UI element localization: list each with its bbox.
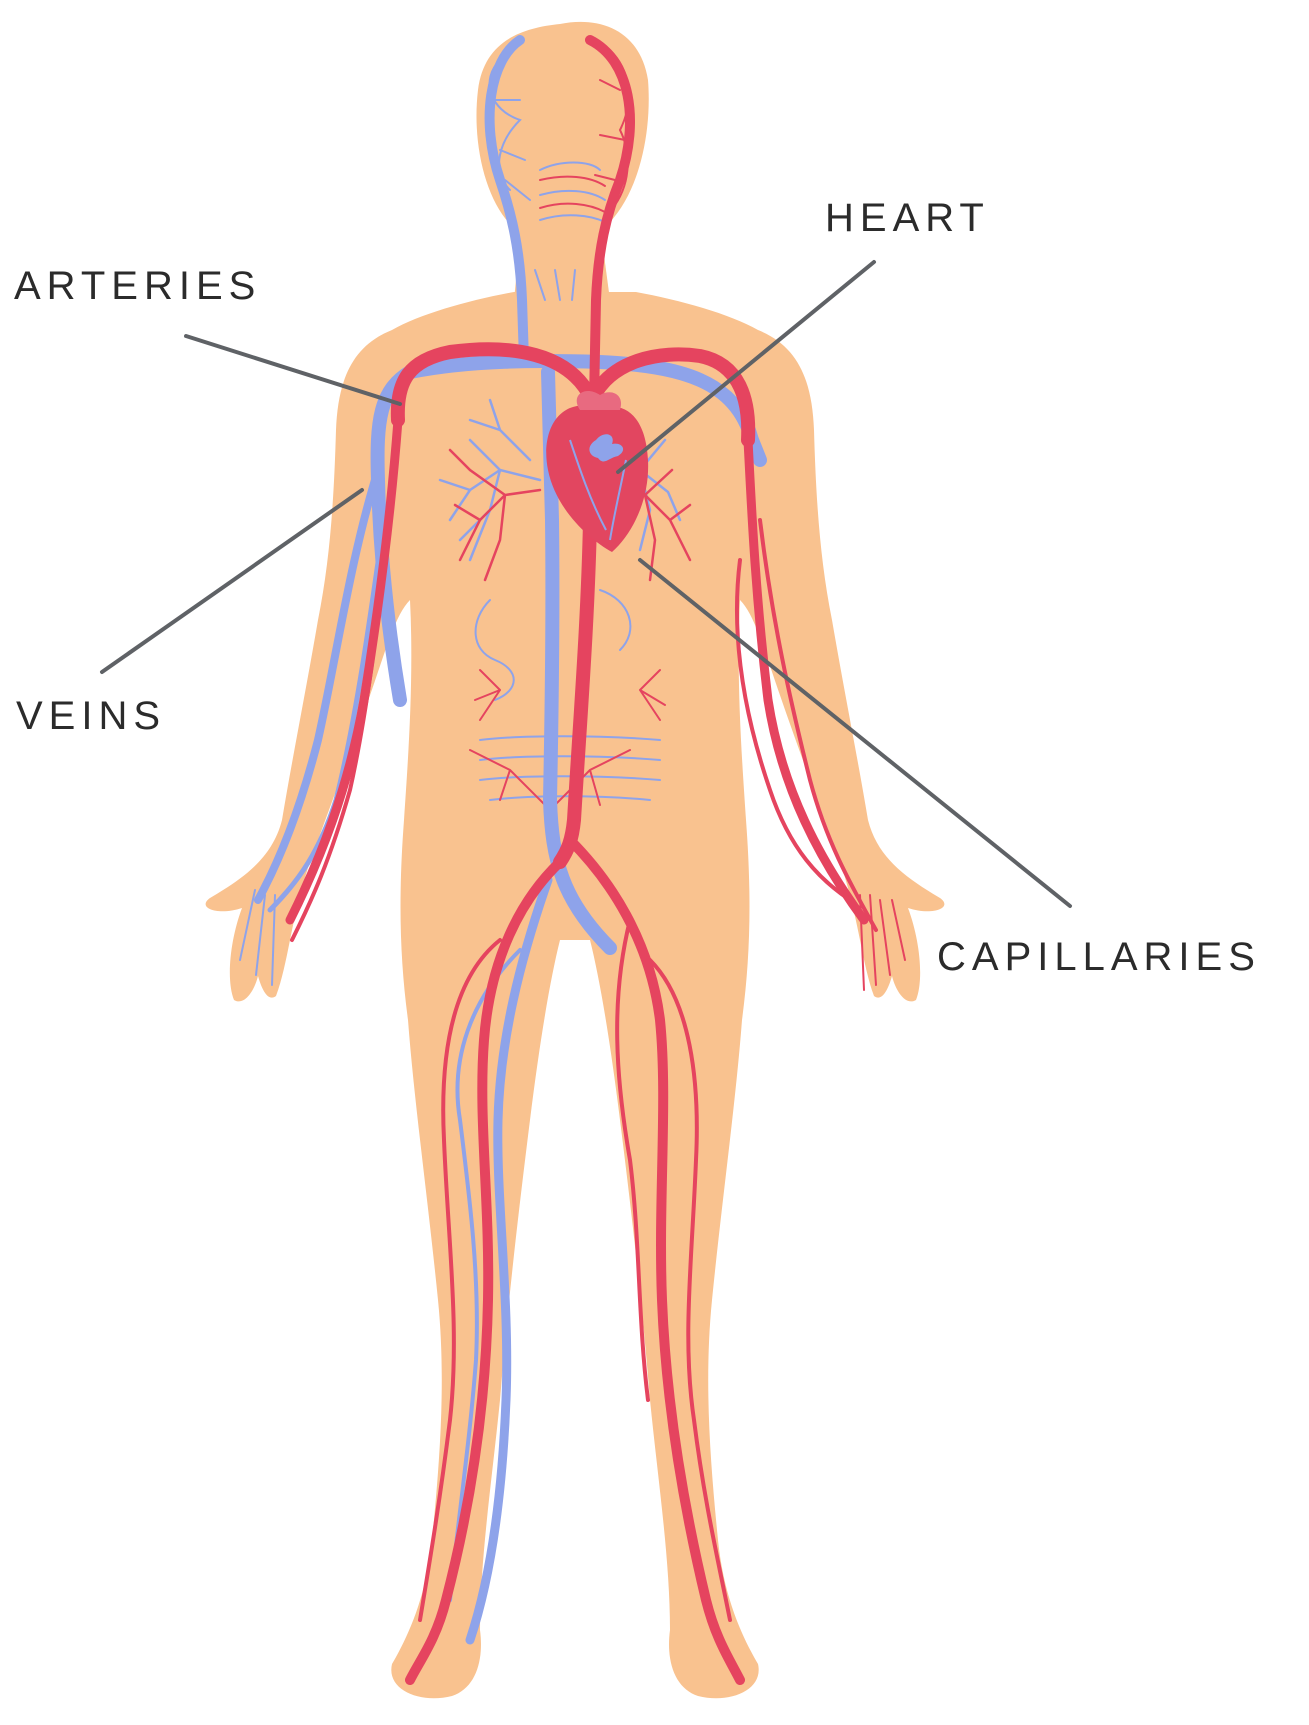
heart-label: HEART [825, 198, 990, 238]
arteries-label: ARTERIES [14, 266, 261, 306]
veins-label: VEINS [16, 696, 166, 736]
capillaries-label: CAPILLARIES [937, 937, 1261, 977]
